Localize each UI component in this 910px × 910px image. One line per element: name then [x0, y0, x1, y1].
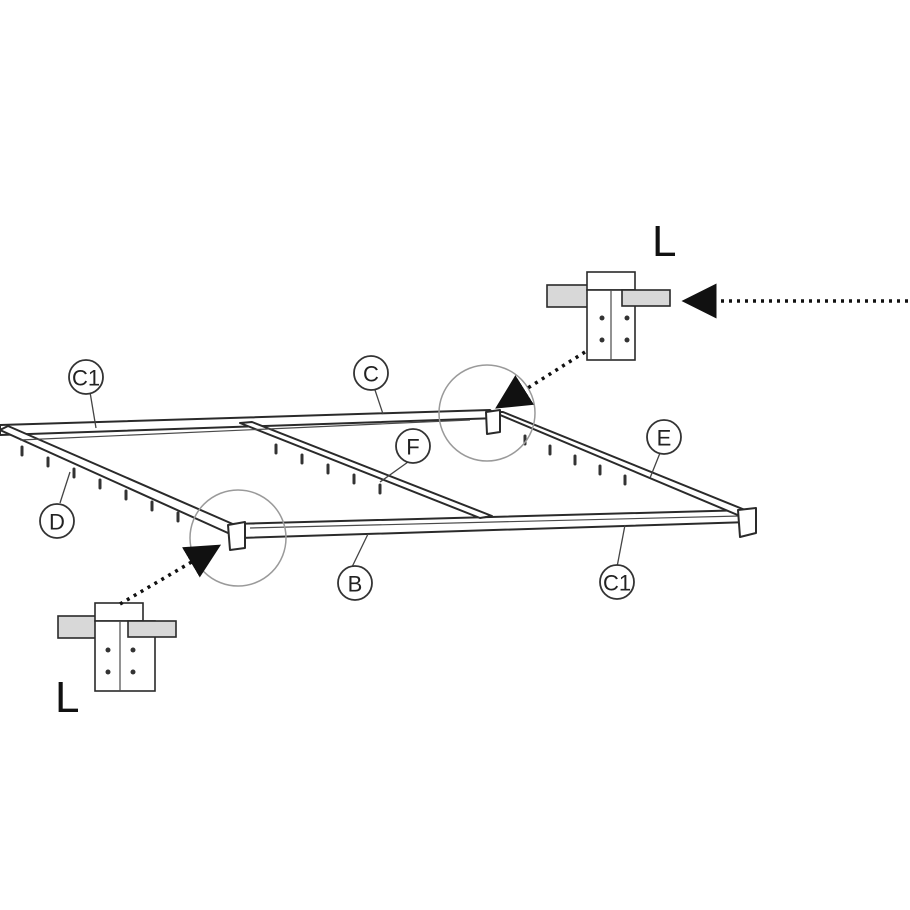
part-label-c-top: C	[363, 362, 379, 387]
part-label-c1-bottom: C1	[603, 571, 631, 596]
part-label-e: E	[657, 426, 672, 451]
bracket-l-top	[546, 271, 671, 361]
leader-lines	[59, 389, 661, 568]
corner-post-front-right	[737, 507, 757, 538]
rail-e-right	[492, 411, 751, 517]
label-l-top: L	[652, 217, 676, 266]
detail-circle-front-corner	[189, 489, 287, 587]
part-bubble-c-top: C	[353, 355, 389, 391]
part-label-d: D	[49, 510, 65, 535]
part-label-c1-top: C1	[72, 366, 100, 391]
corner-post-front-left	[227, 521, 246, 551]
rail-b-front	[231, 509, 751, 539]
label-l-bottom: L	[55, 673, 79, 722]
part-bubble-b: B	[337, 565, 373, 601]
arrow-bottom-bracket-to-frame	[119, 544, 222, 606]
rail-f-center	[239, 421, 493, 519]
frame	[0, 409, 757, 551]
detail-circle-back-corner	[438, 364, 536, 462]
slat-hooks-center	[274, 443, 382, 495]
part-bubble-c1-bottom: C1	[599, 564, 635, 600]
bracket-l-bottom	[57, 602, 177, 692]
part-bubble-c1-top: C1	[68, 359, 104, 395]
part-label-f: F	[406, 435, 419, 460]
part-bubble-e: E	[646, 419, 682, 455]
corner-post-back-right	[485, 409, 501, 435]
part-bubble-f: F	[395, 428, 431, 464]
arrow-top-bracket-to-frame	[495, 350, 586, 409]
slat-hooks-left	[20, 445, 180, 523]
part-label-b: B	[348, 572, 363, 597]
part-bubble-d: D	[39, 503, 75, 539]
rail-d-left	[0, 425, 236, 534]
